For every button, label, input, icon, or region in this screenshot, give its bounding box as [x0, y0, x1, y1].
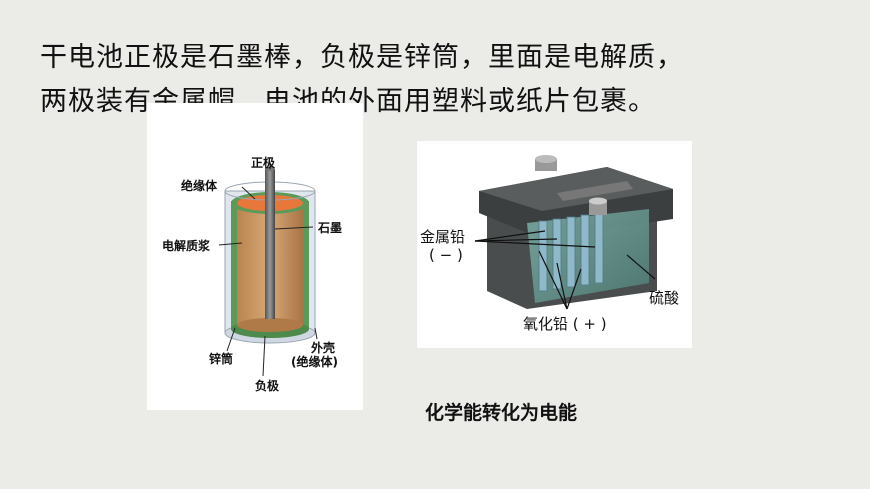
- plates: [538, 212, 604, 292]
- label-lead-metal: 金属铅: [420, 228, 466, 246]
- label-shell-insulator: (绝缘体): [291, 355, 338, 369]
- label-positive: 正极: [251, 156, 276, 170]
- lead-acid-battery-diagram: 金属铅 ( − ) 硫酸 氧化铅 ( + ): [417, 141, 692, 348]
- label-insulator: 绝缘体: [181, 179, 218, 193]
- label-graphite: 石墨: [318, 221, 343, 235]
- text-line-1: 干电池正极是石墨棒，负极是锌筒，里面是电解质，: [40, 42, 684, 73]
- graphite-rod: [265, 169, 275, 319]
- label-negative: 负极: [255, 379, 280, 393]
- dry-cell-diagram: 正极 绝缘体 石墨 电解质浆 锌筒 外壳 (绝缘体) 负极: [147, 103, 363, 410]
- terminal-right: [589, 201, 607, 215]
- lead-acid-illustration: [474, 155, 673, 310]
- dry-cell-illustration: [218, 163, 318, 377]
- slide-text: 干电池正极是石墨棒，负极是锌筒，里面是电解质， 两极装有金属帽，电池的外面用塑料…: [40, 36, 840, 124]
- label-shell: 外壳: [311, 341, 336, 355]
- caption: 化学能转化为电能: [425, 402, 578, 424]
- leader-lines: [474, 230, 656, 310]
- label-sulfuric-acid: 硫酸: [649, 289, 680, 307]
- label-lead-sign: ( − ): [429, 246, 463, 264]
- label-electrolyte-paste: 电解质浆: [162, 239, 211, 253]
- label-zinc-can: 锌筒: [209, 352, 234, 366]
- leader-lines: [218, 163, 318, 377]
- label-lead-oxide: 氧化铅 ( + ): [523, 315, 607, 333]
